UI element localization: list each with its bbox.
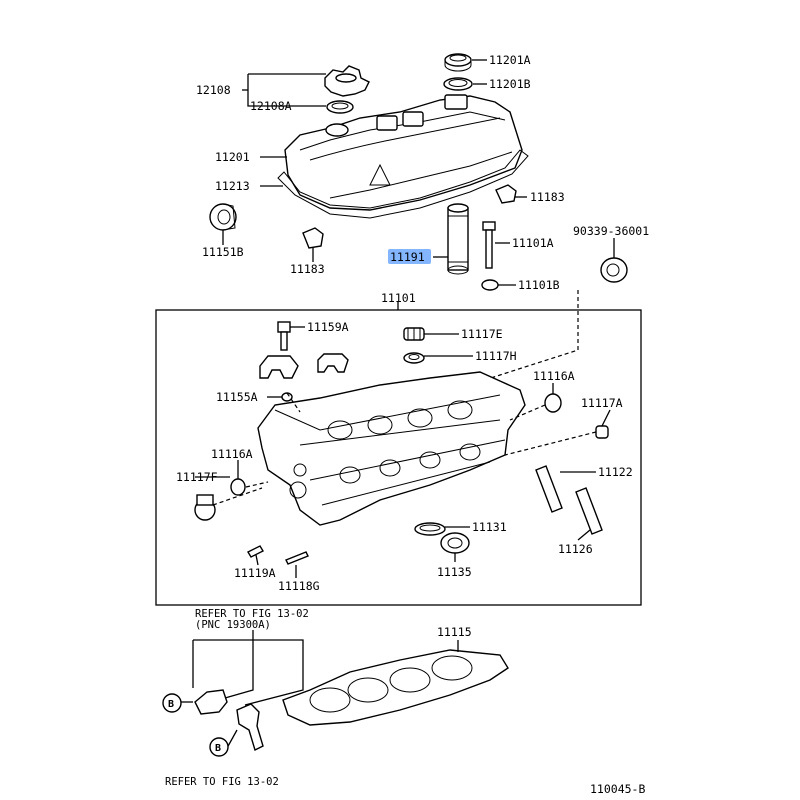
label-11183-right[interactable]: 11183	[530, 190, 565, 204]
ref-b-top-letter: B	[168, 699, 174, 710]
dowel-pin-b[interactable]	[285, 551, 309, 565]
sensor-part-a[interactable]	[194, 689, 228, 715]
camshaft-cap-bolt[interactable]	[277, 321, 291, 351]
label-11135[interactable]: 11135	[437, 565, 472, 579]
reference-bracket	[181, 630, 304, 749]
cylinder-head-cover[interactable]	[284, 94, 523, 211]
label-11151B[interactable]: 11151B	[202, 245, 244, 259]
valve-guide-bushing-a[interactable]	[535, 465, 563, 513]
straight-pin[interactable]	[281, 392, 293, 402]
pnc-note: (PNC 19300A)	[195, 619, 271, 631]
head-seal[interactable]	[440, 532, 470, 554]
refer-note-bottom[interactable]: REFER TO FIG 13-02	[165, 776, 279, 788]
label-11201B[interactable]: 11201B	[489, 77, 531, 91]
label-11117A[interactable]: 11117A	[581, 396, 623, 410]
dashed-locators-head	[212, 392, 597, 506]
dowel-pin-a[interactable]	[247, 545, 264, 558]
sensor-part-b[interactable]	[236, 703, 264, 751]
refer-note-top[interactable]: REFER TO FIG 13-02	[195, 608, 309, 620]
label-11213[interactable]: 11213	[215, 179, 250, 193]
head-screw-plug-left[interactable]	[194, 494, 216, 521]
ref-b-bottom-letter: B	[215, 743, 221, 754]
screw-plug[interactable]	[403, 327, 425, 341]
label-12108[interactable]: 12108	[196, 83, 231, 97]
label-11101[interactable]: 11101	[381, 291, 416, 305]
cover-gasket[interactable]	[277, 149, 529, 219]
label-11183-left[interactable]: 11183	[290, 262, 325, 276]
cover-nut[interactable]	[481, 279, 499, 291]
cap-gasket[interactable]	[326, 100, 354, 114]
label-11117F[interactable]: 11117F	[176, 470, 218, 484]
head-plug-left[interactable]	[230, 478, 246, 496]
label-11201[interactable]: 11201	[215, 150, 250, 164]
label-11101B[interactable]: 11101B	[518, 278, 560, 292]
half-moon-plug-left[interactable]	[302, 227, 324, 249]
ref-circle-b-top[interactable]	[162, 693, 182, 713]
valve-guide-bushing-b[interactable]	[575, 487, 603, 535]
head-screw-plug-right[interactable]	[595, 425, 609, 439]
label-11126[interactable]: 11126	[558, 542, 593, 556]
label-90339-36001[interactable]: 90339-36001	[573, 224, 649, 238]
label-11122[interactable]: 11122	[598, 465, 633, 479]
label-11116A-left[interactable]: 11116A	[211, 447, 253, 461]
plug-tube-seal[interactable]	[444, 53, 472, 72]
ref-circle-b-bottom[interactable]	[209, 737, 229, 757]
label-11117E[interactable]: 11117E	[461, 327, 503, 341]
head-plug-right[interactable]	[544, 393, 562, 413]
label-11131[interactable]: 11131	[472, 520, 507, 534]
figure-id: 110045-B	[590, 782, 645, 796]
oil-filler-cap[interactable]	[324, 65, 370, 97]
label-11115[interactable]: 11115	[437, 625, 472, 639]
highlight-11191	[388, 249, 431, 264]
label-11155A[interactable]: 11155A	[216, 390, 258, 404]
label-12108A[interactable]: 12108A	[250, 99, 292, 113]
half-moon-plug-right[interactable]	[495, 184, 517, 204]
cylinder-head[interactable]	[257, 371, 526, 526]
leader-lines-head	[195, 326, 611, 578]
plug-gasket[interactable]	[403, 352, 425, 364]
label-11118G[interactable]: 11118G	[278, 579, 320, 593]
label-11117H[interactable]: 11117H	[475, 349, 517, 363]
oil-seal[interactable]	[209, 203, 237, 231]
leader-lines-upper	[222, 59, 615, 286]
plug-tube-gasket[interactable]	[443, 77, 473, 91]
spark-plug-tube[interactable]	[447, 203, 469, 275]
cover-stud-bolt[interactable]	[482, 221, 496, 269]
label-11201A[interactable]: 11201A	[489, 53, 531, 67]
seal-ring[interactable]	[414, 522, 446, 536]
bearing-cap-a[interactable]	[259, 355, 299, 379]
label-11191[interactable]: 11191	[390, 250, 425, 264]
cylinder-head-gasket[interactable]	[282, 649, 509, 726]
bearing-cap-b[interactable]	[317, 353, 349, 373]
label-11101A[interactable]: 11101A	[512, 236, 554, 250]
label-11159A[interactable]: 11159A	[307, 320, 349, 334]
label-11116A-right[interactable]: 11116A	[533, 369, 575, 383]
plug-seal[interactable]	[600, 257, 628, 283]
label-11119A[interactable]: 11119A	[234, 566, 276, 580]
